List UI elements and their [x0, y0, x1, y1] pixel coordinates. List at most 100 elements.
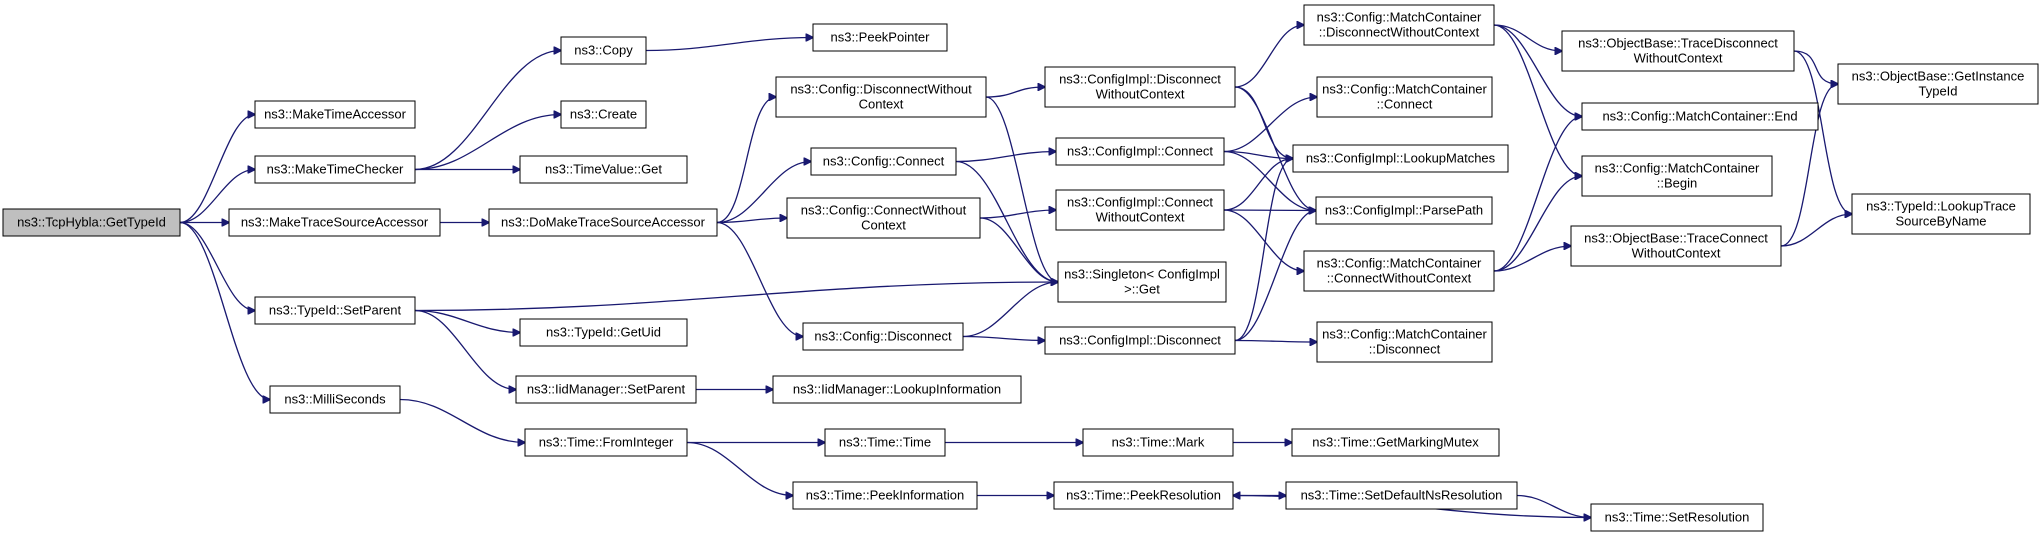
node-label: ns3::ObjectBase::TraceConnect	[1584, 231, 1768, 246]
node-copy[interactable]: ns3::Copy	[560, 36, 647, 65]
node-singletonGet[interactable]: ns3::Singleton< ConfigImpl>::Get	[1057, 261, 1227, 303]
node-implDisconnectWoCtx[interactable]: ns3::ConfigImpl::DisconnectWithoutContex…	[1044, 66, 1236, 108]
node-label: ns3::Time::SetResolution	[1605, 510, 1750, 525]
node-makeTimeAccessor[interactable]: ns3::MakeTimeAccessor	[254, 100, 416, 129]
node-mcBegin[interactable]: ns3::Config::MatchContainer::Begin	[1581, 155, 1773, 197]
node-timeFromInteger[interactable]: ns3::Time::FromInteger	[524, 428, 688, 457]
edge-typeIdSetParent-to-typeIdGetUid	[414, 309, 520, 333]
node-label: ns3::Time::PeekInformation	[806, 488, 964, 503]
node-timeGetMarkingMutex[interactable]: ns3::Time::GetMarkingMutex	[1291, 428, 1500, 457]
node-cfgConnect[interactable]: ns3::Config::Connect	[810, 147, 957, 176]
node-label: ns3::MakeTimeAccessor	[264, 107, 407, 122]
node-implLookupMatches[interactable]: ns3::ConfigImpl::LookupMatches	[1292, 144, 1509, 173]
node-timePeekInfo[interactable]: ns3::Time::PeekInformation	[792, 481, 978, 510]
node-peekPointer[interactable]: ns3::PeekPointer	[812, 23, 948, 52]
node-implDisconnect[interactable]: ns3::ConfigImpl::Disconnect	[1044, 326, 1236, 355]
node-label: ns3::Singleton< ConfigImpl	[1064, 267, 1220, 282]
node-label: ns3::Config::MatchContainer	[1317, 256, 1482, 271]
edge-typeIdSetParent-to-singletonGet	[414, 282, 1058, 312]
edge-cfgConnectWoCtx-to-implConnectWoCtx	[979, 210, 1056, 219]
node-label: ns3::Config::Connect	[823, 154, 945, 169]
node-label: ns3::Config::ConnectWithout	[801, 203, 967, 218]
edge-cfgConnectWoCtx-to-singletonGet	[979, 217, 1058, 282]
node-mcEnd[interactable]: ns3::Config::MatchContainer::End	[1581, 102, 1819, 131]
node-box	[772, 375, 1022, 404]
node-implConnectWoCtx[interactable]: ns3::ConfigImpl::ConnectWithoutContext	[1055, 189, 1225, 231]
node-box	[1292, 144, 1509, 173]
node-box	[1055, 137, 1225, 166]
node-cfgDisconnect[interactable]: ns3::Config::Disconnect	[802, 322, 964, 351]
edge-mcConnectWoCtx-to-mcBegin	[1493, 176, 1582, 272]
node-typeIdGetUid[interactable]: ns3::TypeId::GetUid	[519, 318, 688, 347]
node-timeSetDefaultNsRes[interactable]: ns3::Time::SetDefaultNsResolution	[1285, 481, 1518, 510]
edge-cfgDisconnectWoCtx-to-singletonGet	[985, 96, 1058, 282]
node-label: ::ConnectWithoutContext	[1327, 271, 1472, 286]
node-makeTraceSourceAccessor[interactable]: ns3::MakeTraceSourceAccessor	[228, 208, 441, 237]
node-box	[1561, 30, 1795, 72]
node-box	[1570, 225, 1782, 267]
node-timeTime[interactable]: ns3::Time::Time	[824, 428, 946, 457]
node-iidLookupInfo[interactable]: ns3::IidManager::LookupInformation	[772, 375, 1022, 404]
node-box	[2, 208, 181, 237]
node-box	[560, 100, 647, 129]
node-label: ns3::MilliSeconds	[284, 392, 386, 407]
node-box	[786, 197, 981, 239]
node-box	[810, 147, 957, 176]
node-create[interactable]: ns3::Create	[560, 100, 647, 129]
node-milliSeconds[interactable]: ns3::MilliSeconds	[269, 385, 401, 414]
edge-obTraceDisconnectWoCtx-to-obGetInstanceTypeId	[1793, 50, 1838, 84]
node-obTraceConnectWoCtx[interactable]: ns3::ObjectBase::TraceConnectWithoutCont…	[1570, 225, 1782, 267]
node-label: ns3::Config::MatchContainer	[1322, 327, 1487, 342]
node-box	[1581, 102, 1819, 131]
node-box	[1581, 155, 1773, 197]
node-box	[1291, 428, 1500, 457]
node-label: ::DisconnectWithoutContext	[1319, 25, 1480, 40]
node-mcDisconnectWoCtx[interactable]: ns3::Config::MatchContainer::DisconnectW…	[1303, 4, 1495, 46]
node-mcConnectWoCtx[interactable]: ns3::Config::MatchContainer::ConnectWith…	[1303, 250, 1495, 292]
edge-implDisconnect-to-implLookupMatches	[1234, 159, 1293, 342]
edge-typeIdSetParent-to-iidSetParent	[414, 309, 516, 390]
node-typeIdSetParent[interactable]: ns3::TypeId::SetParent	[254, 296, 416, 325]
node-label: ns3::ConfigImpl::ParsePath	[1325, 203, 1483, 218]
node-implConnect[interactable]: ns3::ConfigImpl::Connect	[1055, 137, 1225, 166]
node-timeSetRes[interactable]: ns3::Time::SetResolution	[1590, 503, 1764, 532]
node-box	[1303, 4, 1495, 46]
edge-implConnectWoCtx-to-implLookupMatches	[1223, 159, 1293, 211]
node-mcConnect[interactable]: ns3::Config::MatchContainer::Connect	[1316, 76, 1493, 118]
node-label: >::Get	[1124, 282, 1160, 297]
edge-implConnectWoCtx-to-mcConnectWoCtx	[1223, 209, 1304, 271]
node-box	[519, 155, 688, 184]
node-mcDisconnect[interactable]: ns3::Config::MatchContainer::Disconnect	[1316, 321, 1493, 363]
node-obTraceDisconnectWoCtx[interactable]: ns3::ObjectBase::TraceDisconnectWithoutC…	[1561, 30, 1795, 72]
node-makeTimeChecker[interactable]: ns3::MakeTimeChecker	[254, 155, 416, 184]
node-box	[1851, 193, 2031, 235]
node-box	[560, 36, 647, 65]
nodes-layer: ns3::TcpHybla::GetTypeId ns3::MakeTimeAcc…	[2, 4, 2039, 532]
edge-obTraceDisconnectWoCtx-to-typeIdLookupTrace	[1793, 50, 1852, 214]
node-label: ns3::TypeId::LookupTrace	[1866, 199, 2016, 214]
node-root[interactable]: ns3::TcpHybla::GetTypeId	[2, 208, 181, 237]
node-cfgConnectWoCtx[interactable]: ns3::Config::ConnectWithoutContext	[786, 197, 981, 239]
node-timeValueGet[interactable]: ns3::TimeValue::Get	[519, 155, 688, 184]
node-label: WithoutContext	[1632, 246, 1721, 261]
node-doMakeTSA[interactable]: ns3::DoMakeTraceSourceAccessor	[488, 208, 718, 237]
node-label: ns3::Config::DisconnectWithout	[790, 82, 972, 97]
node-timePeekRes[interactable]: ns3::Time::PeekResolution	[1053, 481, 1234, 510]
node-label: ns3::Create	[570, 107, 637, 122]
edge-implDisconnectWoCtx-to-implLookupMatches	[1234, 86, 1293, 159]
node-iidSetParent[interactable]: ns3::IidManager::SetParent	[515, 375, 697, 404]
node-label: ns3::Config::MatchContainer	[1595, 161, 1760, 176]
node-box	[792, 481, 978, 510]
node-label: ::Disconnect	[1369, 342, 1441, 357]
node-box	[524, 428, 688, 457]
node-label: ns3::Time::PeekResolution	[1066, 488, 1221, 503]
edge-timeFromInteger-to-timePeekInfo	[686, 441, 793, 496]
edge-implConnect-to-implParsePath	[1223, 150, 1316, 211]
node-timeMark[interactable]: ns3::Time::Mark	[1082, 428, 1234, 457]
edge-root-to-makeTimeAccessor	[179, 115, 255, 224]
node-label: SourceByName	[1895, 214, 1986, 229]
node-cfgDisconnectWoCtx[interactable]: ns3::Config::DisconnectWithoutContext	[775, 76, 987, 118]
node-implParsePath[interactable]: ns3::ConfigImpl::ParsePath	[1315, 196, 1493, 225]
